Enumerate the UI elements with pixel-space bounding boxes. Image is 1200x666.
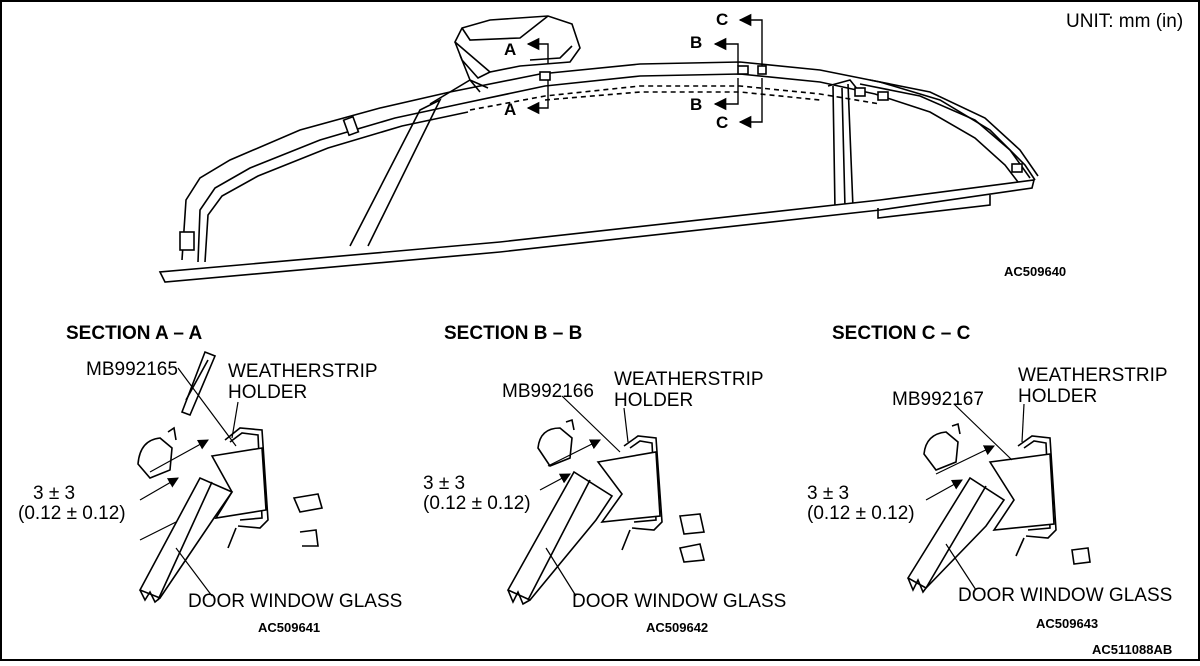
section-a-dim-line2: (0.12 ± 0.12) [18, 503, 126, 524]
front-pillar [349, 98, 442, 247]
section-b-drawing [506, 395, 706, 606]
section-a: SECTION A – A MB992165 WEATHERSTRIP HOLD… [18, 323, 402, 635]
marker-a-bottom: A [504, 100, 516, 119]
section-b-dim-line1: 3 ± 3 [423, 473, 465, 494]
section-a-code: AC509641 [258, 620, 320, 635]
side-mirror [454, 15, 581, 93]
section-a-tool: MB992165 [86, 359, 178, 380]
section-a-drawing [137, 350, 324, 604]
section-c-tool: MB992167 [892, 389, 984, 410]
section-a-marker [526, 37, 549, 115]
section-b-tool: MB992166 [502, 381, 594, 402]
section-c-code: AC509643 [1036, 616, 1098, 631]
marker-c-bottom: C [716, 113, 728, 132]
section-c-holder-line2: HOLDER [1018, 386, 1097, 407]
section-b-dim-line2: (0.12 ± 0.12) [423, 493, 531, 514]
section-c-dim-line1: 3 ± 3 [807, 483, 849, 504]
section-c: SECTION C – C MB992167 WEATHERSTRIP HOLD… [807, 323, 1172, 631]
section-a-holder-line1: WEATHERSTRIP [228, 361, 378, 382]
marker-a-top: A [504, 40, 516, 59]
section-a-holder-line2: HOLDER [228, 382, 307, 403]
marker-b-top: B [690, 33, 702, 52]
section-c-dim-line2: (0.12 ± 0.12) [807, 503, 915, 524]
overview-code: AC509640 [1004, 264, 1066, 279]
section-b-glass: DOOR WINDOW GLASS [572, 591, 786, 612]
section-b-holder-line1: WEATHERSTRIP [614, 369, 764, 390]
section-b-title: SECTION B – B [444, 323, 582, 344]
roof-rail-inner [197, 73, 1019, 263]
section-c-marker [738, 13, 763, 129]
section-b: SECTION B – B MB992166 WEATHERSTRIP HOLD… [423, 323, 786, 635]
figure-code: AC511088AB [1092, 642, 1172, 657]
section-a-title: SECTION A – A [66, 323, 202, 344]
section-c-drawing [906, 403, 1091, 594]
section-c-glass: DOOR WINDOW GLASS [958, 585, 1172, 606]
section-b-marker [713, 37, 739, 111]
section-a-dim-line1: 3 ± 3 [33, 483, 75, 504]
center-pillar [832, 83, 854, 211]
unit-label: UNIT: mm (in) [1066, 11, 1183, 32]
door-frame-overview [158, 15, 1039, 283]
glass-edge-dashed [469, 85, 881, 111]
section-b-holder-line2: HOLDER [614, 390, 693, 411]
section-b-code: AC509642 [646, 620, 708, 635]
section-c-title: SECTION C – C [832, 323, 971, 344]
marker-c-top: C [716, 10, 728, 29]
section-a-glass: DOOR WINDOW GLASS [188, 591, 402, 612]
section-c-holder-line1: WEATHERSTRIP [1018, 365, 1168, 386]
belt-line-molding [158, 179, 1036, 283]
marker-b-bottom: B [690, 95, 702, 114]
